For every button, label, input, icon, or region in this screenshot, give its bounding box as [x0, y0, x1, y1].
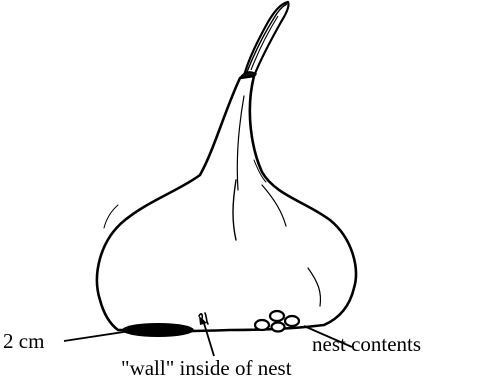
nest-contents-label: nest contents	[312, 334, 421, 355]
wall-label: "wall" inside of nest	[121, 358, 292, 379]
gourd-body	[97, 76, 356, 331]
gourd-stem	[240, 2, 289, 79]
scale-label: 2 cm	[3, 331, 44, 352]
scale-leader-line	[64, 331, 130, 341]
nest-dark-area	[122, 323, 194, 337]
